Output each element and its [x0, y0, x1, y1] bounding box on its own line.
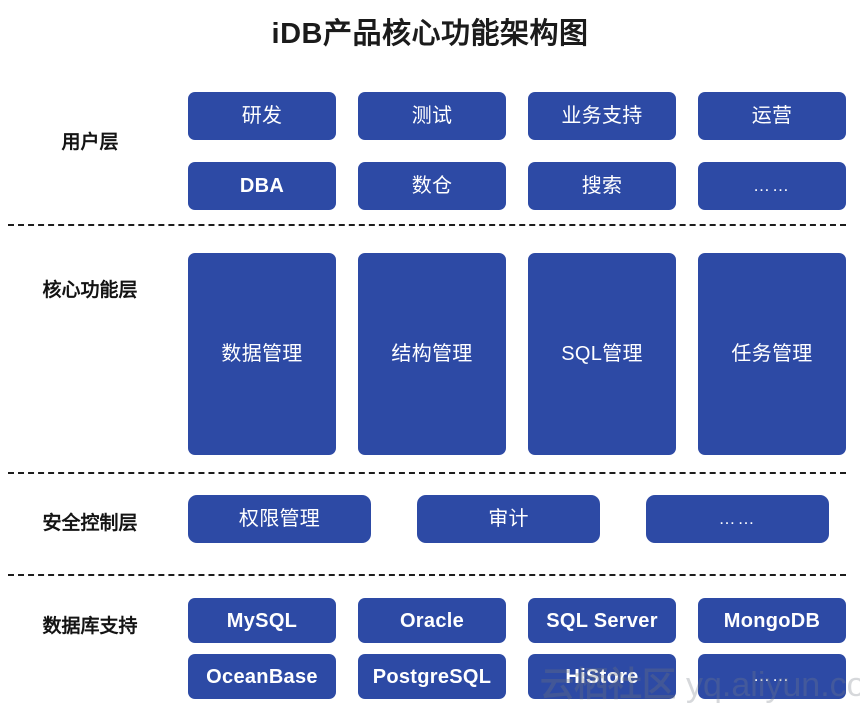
box-oracle[interactable]: Oracle	[358, 598, 506, 643]
box-audit[interactable]: 审计	[417, 495, 600, 543]
box-permission-management[interactable]: 权限管理	[188, 495, 371, 543]
box-row-user-2: DBA 数仓 搜索 ……	[188, 162, 846, 210]
box-mongodb[interactable]: MongoDB	[698, 598, 846, 643]
box-research-dev[interactable]: 研发	[188, 92, 336, 140]
box-database-more[interactable]: ……	[698, 654, 846, 699]
divider-security-database	[8, 574, 846, 576]
box-row-user-1: 研发 测试 业务支持 运营	[188, 92, 846, 140]
layer-label-database-layer: 数据库支持	[42, 616, 138, 637]
box-row-core-1: 数据管理 结构管理 SQL管理 任务管理	[188, 253, 846, 455]
box-row-database-2: OceanBase PostgreSQL HiStore ……	[188, 654, 846, 699]
box-oceanbase[interactable]: OceanBase	[188, 654, 336, 699]
box-business-support[interactable]: 业务支持	[528, 92, 676, 140]
box-data-management[interactable]: 数据管理	[188, 253, 336, 455]
box-task-management[interactable]: 任务管理	[698, 253, 846, 455]
box-row-database-1: MySQL Oracle SQL Server MongoDB	[188, 598, 846, 643]
box-operations[interactable]: 运营	[698, 92, 846, 140]
divider-user-core	[8, 224, 846, 226]
box-row-security-1: 权限管理 审计 ……	[188, 495, 829, 543]
box-user-more[interactable]: ……	[698, 162, 846, 210]
box-histore[interactable]: HiStore	[528, 654, 676, 699]
box-postgresql[interactable]: PostgreSQL	[358, 654, 506, 699]
box-structure-management[interactable]: 结构管理	[358, 253, 506, 455]
layer-label-user-layer: 用户层	[61, 132, 119, 153]
box-sql-server[interactable]: SQL Server	[528, 598, 676, 643]
layer-label-core-layer: 核心功能层	[42, 280, 138, 301]
divider-core-security	[8, 472, 846, 474]
box-mysql[interactable]: MySQL	[188, 598, 336, 643]
box-testing[interactable]: 测试	[358, 92, 506, 140]
box-search[interactable]: 搜索	[528, 162, 676, 210]
page-title: iDB产品核心功能架构图	[271, 18, 589, 50]
box-sql-management[interactable]: SQL管理	[528, 253, 676, 455]
box-security-more[interactable]: ……	[646, 495, 829, 543]
layer-label-security-layer: 安全控制层	[42, 513, 138, 534]
box-dba[interactable]: DBA	[188, 162, 336, 210]
box-data-warehouse[interactable]: 数仓	[358, 162, 506, 210]
